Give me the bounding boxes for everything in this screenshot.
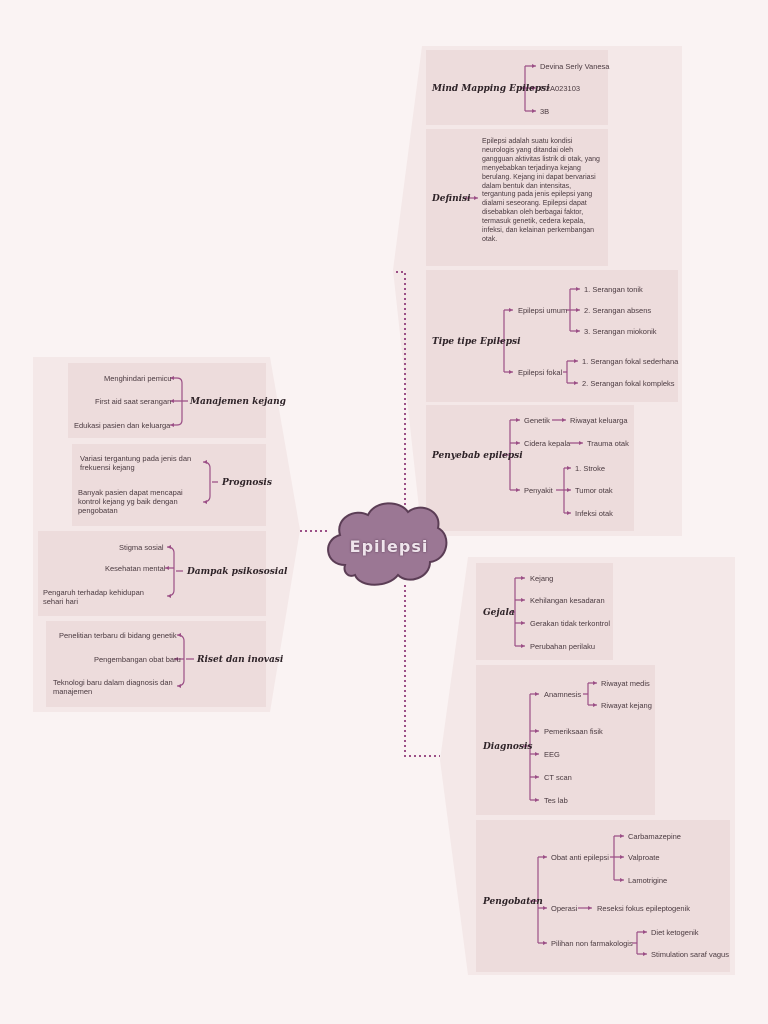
manajemen-title: Manajemen kejang [190, 397, 286, 407]
prognosis-item: Banyak pasien dapat mencapai kontrol kej… [78, 488, 183, 515]
diagnosis-anamnesis-item: Riwayat kejang [601, 701, 652, 710]
box-riset [46, 621, 266, 707]
prognosis-item: Variasi tergantung pada jenis dan frekue… [80, 454, 192, 472]
prognosis-title: Prognosis [222, 478, 272, 488]
diagnosis-item: Tes lab [544, 796, 568, 805]
penyebab-cidera-detail: Trauma otak [587, 439, 629, 448]
gejala-item: Perubahan perilaku [530, 642, 596, 651]
riset-item: Teknologi baru dalam diagnosis dan manaj… [53, 678, 173, 696]
box-tipe [426, 270, 678, 402]
tipe-title: Tipe tipe Epilepsi [432, 337, 521, 347]
pengobatan-non: Pilihan non farmakologis [551, 939, 633, 948]
manajemen-item: Edukasi pasien dan keluarga [74, 421, 171, 430]
box-manajemen [68, 363, 266, 438]
tipe-fokal-item: 1. Serangan fokal sederhana [582, 357, 679, 366]
dampak-item: Stigma sosial [119, 543, 164, 552]
penyebab-title: Penyebab epilepsi [432, 451, 523, 461]
pengobatan-obat-item: Valproate [628, 853, 660, 862]
definisi-title: Definisi [432, 194, 471, 204]
mind-mapping-title: Mind Mapping Epilepsi [432, 84, 550, 94]
diagnosis-item: EEG [544, 750, 560, 759]
tipe-fokal-label: Epilepsi fokal [518, 368, 563, 377]
dampak-item: Kesehatan mental [105, 564, 166, 573]
pengobatan-obat-item: Carbamazepine [628, 832, 681, 841]
tipe-umum-label: Epilepsi umum [518, 306, 568, 315]
diagnosis-item: Pemeriksaan fisik [544, 727, 603, 736]
gejala-item: Kejang [530, 574, 554, 583]
box-mind-mapping [426, 50, 608, 125]
penyebab-penyakit-item: Tumor otak [575, 486, 613, 495]
pengobatan-operasi: Operasi [551, 904, 578, 913]
mind-mapping-item: G2A023103 [540, 84, 581, 93]
dampak-item: Pengaruh terhadap kehidupan sehari hari [43, 588, 144, 606]
pengobatan-obat-item: Lamotrigine [628, 876, 668, 885]
box-diagnosis [476, 665, 655, 815]
penyebab-penyakit-item: Infeksi otak [575, 509, 613, 518]
diagnosis-title: Diagnosis [483, 742, 533, 752]
box-prognosis [72, 444, 266, 526]
diagnosis-anamnesis: Anamnesis [544, 690, 582, 699]
riset-title: Riset dan inovasi [197, 655, 284, 665]
mind-mapping-item: Devina Serly Vanesa [540, 62, 610, 71]
diagnosis-item: CT scan [544, 773, 572, 782]
tipe-umum-item: 3. Serangan miokonik [584, 327, 657, 336]
penyebab-genetik-detail: Riwayat keluarga [570, 416, 628, 425]
manajemen-item: First aid saat serangan [95, 397, 172, 406]
box-definisi [426, 129, 608, 266]
diagnosis-anamnesis-item: Riwayat medis [601, 679, 650, 688]
gejala-item: Kehilangan kesadaran [530, 596, 605, 605]
box-penyebab [426, 405, 634, 531]
center-title: Epilepsi [349, 537, 429, 556]
box-dampak [38, 531, 266, 616]
penyebab-cidera: Cidera kepala [524, 439, 571, 448]
dampak-title: Dampak psikososial [187, 567, 288, 577]
pengobatan-non-item: Stimulation saraf vagus [651, 950, 729, 959]
pengobatan-obat: Obat anti epilepsi [551, 853, 609, 862]
penyebab-penyakit-item: 1. Stroke [575, 464, 606, 473]
tipe-umum-item: 1. Serangan tonik [584, 285, 643, 294]
gejala-item: Gerakan tidak terkontrol [530, 619, 611, 628]
riset-item: Penelitian terbaru di bidang genetik [59, 631, 177, 640]
pengobatan-operasi-detail: Reseksi fokus epileptogenik [597, 904, 690, 913]
pengobatan-non-item: Diet ketogenik [651, 928, 699, 937]
riset-item: Pengembangan obat baru [94, 655, 181, 664]
penyebab-genetik: Genetik [524, 416, 550, 425]
mind-mapping-item: 3B [540, 107, 550, 116]
penyebab-penyakit: Penyakit [524, 486, 553, 495]
definisi-text: Epilepsi adalah suatu kondisi neurologis… [482, 138, 600, 243]
gejala-title: Gejala [483, 608, 515, 618]
box-gejala [476, 563, 613, 660]
tipe-fokal-item: 2. Serangan fokal kompleks [582, 379, 675, 388]
pengobatan-title: Pengobatan [483, 897, 543, 907]
tipe-umum-item: 2. Serangan absens [584, 306, 652, 315]
box-pengobatan [476, 820, 730, 972]
manajemen-item: Menghindari pemicu [104, 374, 172, 383]
